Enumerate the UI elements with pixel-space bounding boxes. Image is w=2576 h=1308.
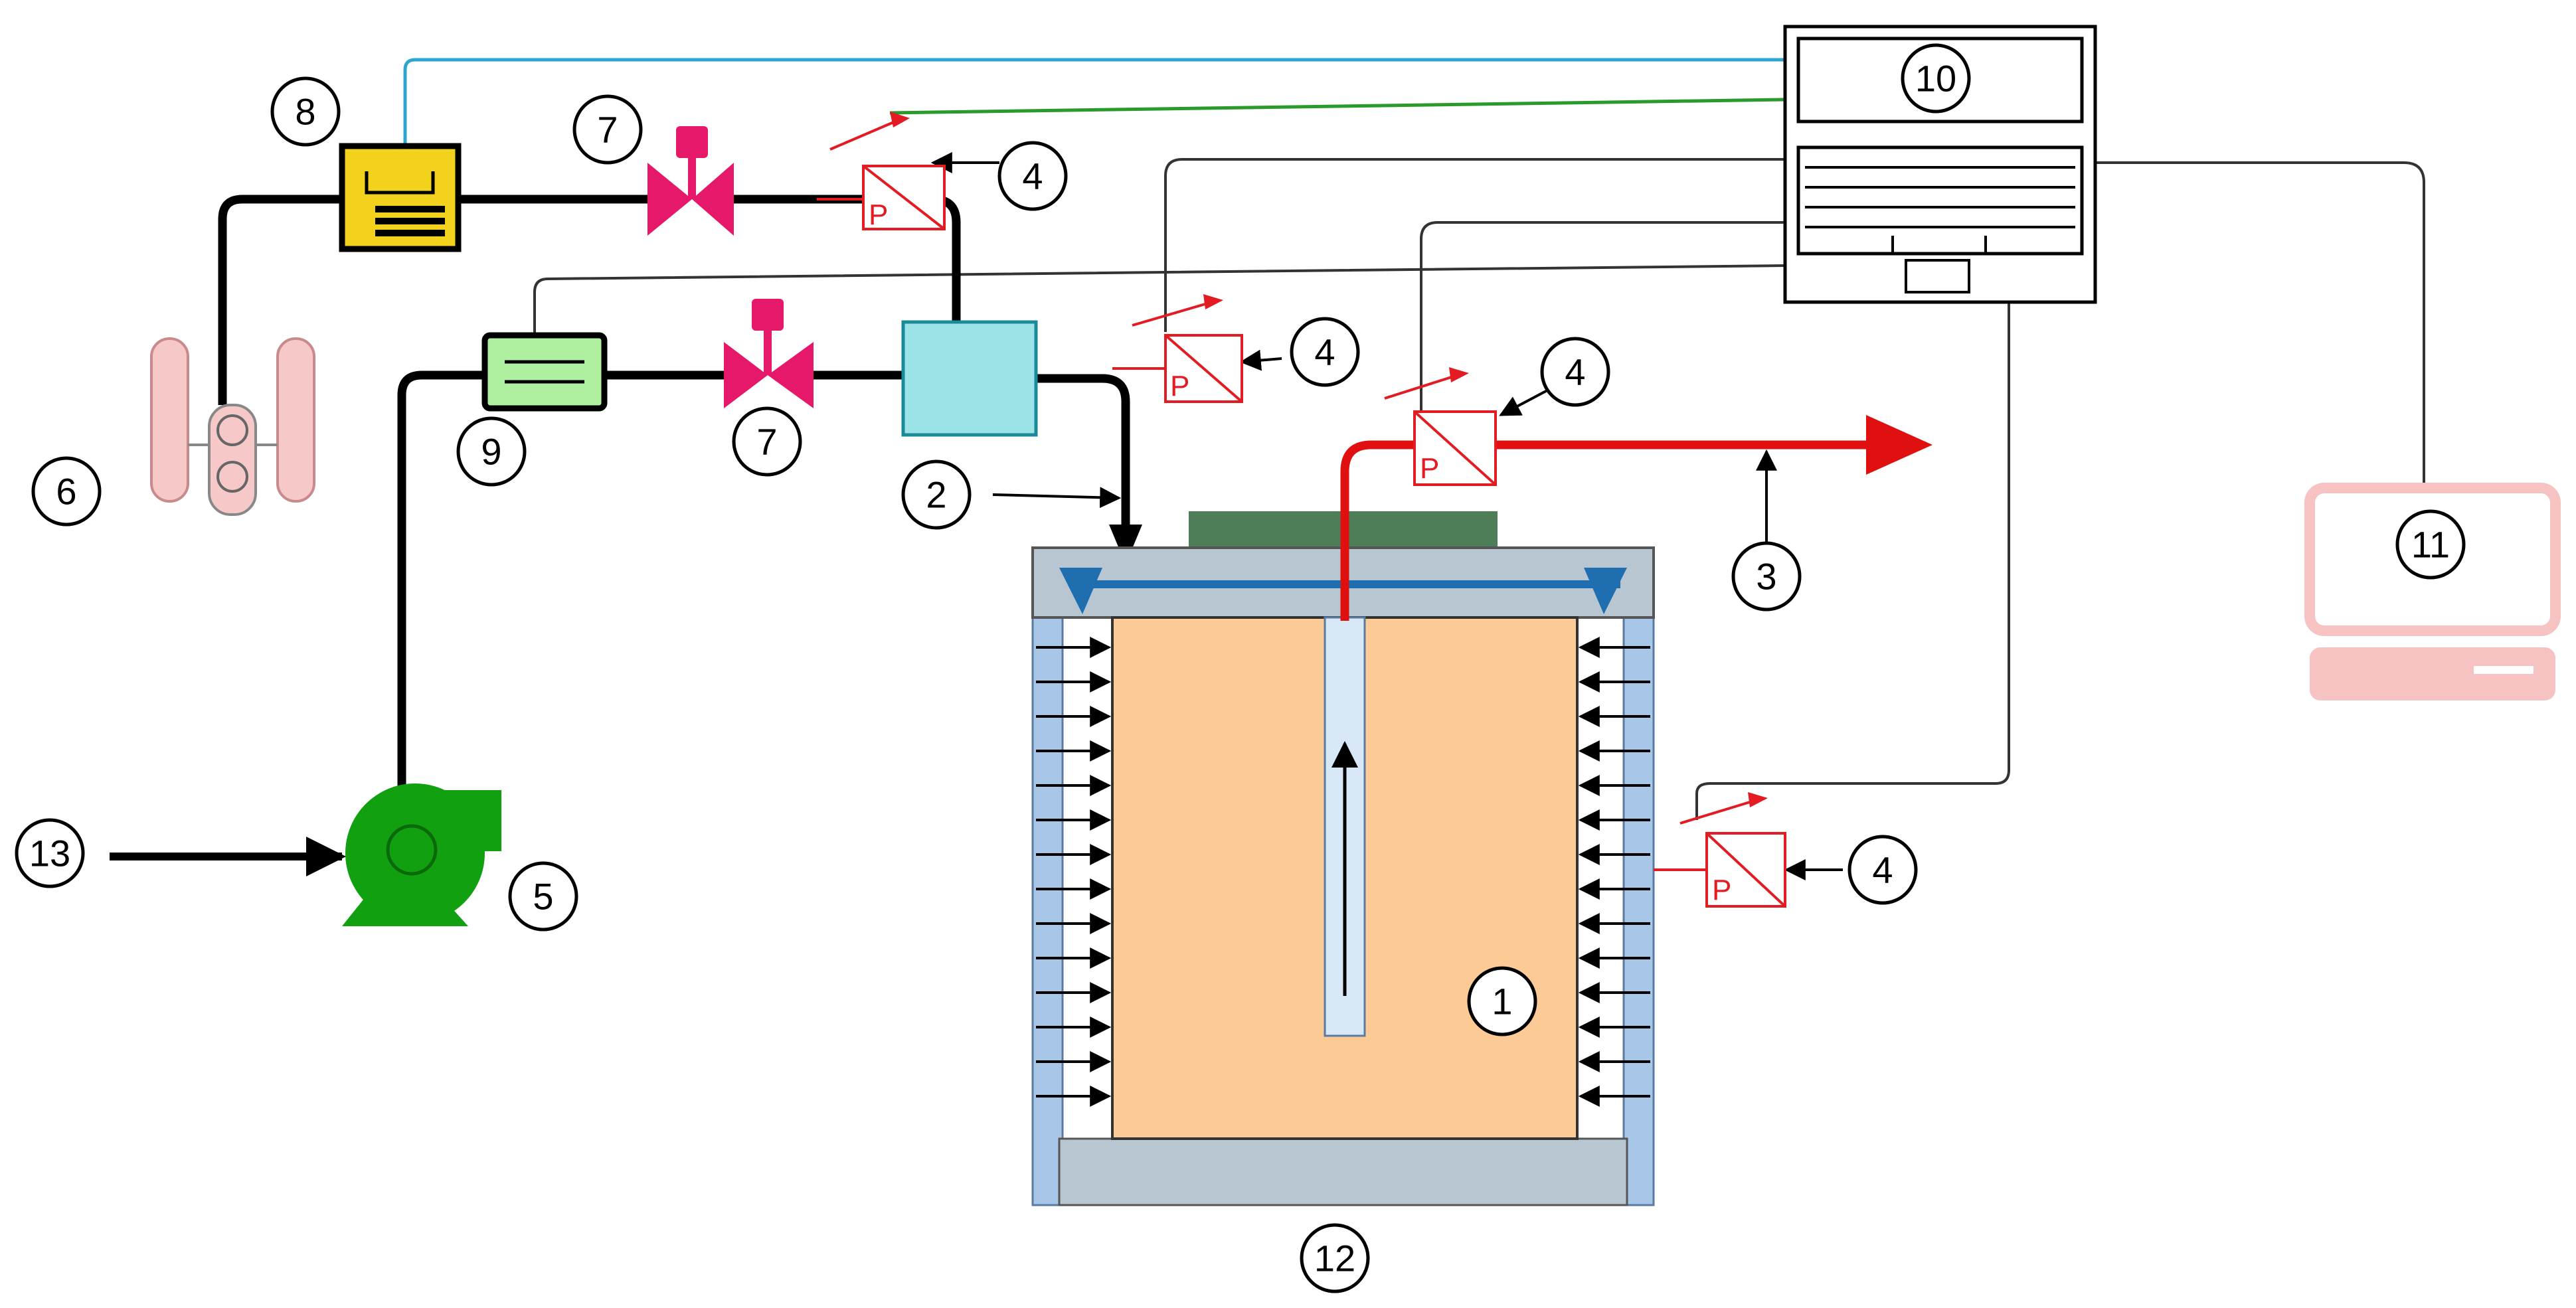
signal-line-filter: [533, 264, 1786, 335]
svg-text:4: 4: [1565, 351, 1585, 393]
sensor-letter-a: P: [869, 199, 888, 231]
outlet-flow: [1340, 440, 1873, 621]
signal-line-pc: [2095, 161, 2425, 488]
callout-4a: 4: [997, 141, 1068, 211]
outlet-flow-arrowhead: [1866, 415, 1932, 475]
pipe-mixer-to-tank: [1036, 374, 1130, 534]
signal-line-sensor-c: [1420, 221, 1785, 412]
gas-cylinder-unit: [150, 337, 315, 516]
svg-text:5: 5: [533, 876, 553, 918]
svg-text:4: 4: [1022, 155, 1043, 197]
svg-text:6: 6: [56, 471, 76, 513]
pipe-pump-to-filter: [397, 370, 485, 843]
svg-text:8: 8: [295, 91, 315, 133]
signal-line-blue: [403, 58, 1785, 146]
svg-text:12: 12: [1314, 1238, 1355, 1279]
callout-5: 5: [508, 861, 578, 932]
svg-text:1: 1: [1492, 981, 1512, 1022]
pump: [342, 783, 501, 926]
callout-13: 13: [15, 818, 85, 888]
arrow-into-tank: [1109, 525, 1142, 564]
sensor-letter-c: P: [1420, 452, 1439, 485]
callout-8: 8: [270, 76, 341, 147]
svg-text:2: 2: [926, 474, 946, 516]
svg-text:7: 7: [756, 421, 777, 463]
callout-6: 6: [31, 456, 102, 527]
signal-line-sensor-b: [1164, 158, 1785, 332]
pipe-gas-to-controller: [218, 195, 342, 405]
svg-text:3: 3: [1756, 556, 1776, 598]
gas-cylinder-right: [276, 337, 315, 503]
svg-text:13: 13: [29, 833, 70, 874]
data-acquisition-unit: [1783, 25, 2097, 304]
pressure-sensor-a: P: [817, 112, 946, 231]
valve-upper: [647, 126, 734, 236]
svg-text:11: 11: [2411, 524, 2450, 566]
callout-2: 2: [901, 459, 972, 530]
pressure-sensor-b: P: [1112, 294, 1243, 403]
tank-wall-left: [1031, 550, 1064, 1206]
callout-10: 10: [1901, 43, 1971, 114]
sensor-letter-d: P: [1712, 874, 1731, 906]
pressure-sensor-d: P: [1654, 792, 1786, 908]
callout-1: 1: [1467, 966, 1537, 1036]
svg-text:4: 4: [1314, 331, 1335, 373]
callouts: 1 2 3 4 4 4 4 5 6 7 7 8 9 10 11 12 13: [15, 43, 2466, 1293]
pressure-sensor-c: P: [1384, 367, 1497, 486]
callout-4d: 4: [1847, 835, 1918, 905]
inflow-arrows-left: [1036, 637, 1112, 1107]
gas-cylinder-left: [150, 337, 189, 503]
svg-text:7: 7: [597, 109, 618, 151]
tank-wall-right: [1622, 550, 1655, 1206]
tank-base: [1058, 1137, 1628, 1206]
flow-controller: [339, 143, 462, 252]
mixing-chamber: [901, 320, 1038, 437]
callout-4b: 4: [1290, 317, 1360, 387]
computer-base: [2310, 647, 2555, 700]
signal-line-sensor-d: [1695, 302, 2010, 820]
svg-text:10: 10: [1915, 58, 1956, 100]
callout-11: 11: [2395, 509, 2466, 580]
callout-7a: 7: [572, 94, 643, 165]
inflow-arrows-right: [1578, 637, 1650, 1107]
reactor-tank: [1031, 511, 1655, 1206]
callout-9: 9: [456, 416, 527, 487]
svg-text:9: 9: [481, 431, 501, 473]
filter: [481, 332, 608, 412]
callout-3: 3: [1731, 541, 1802, 612]
sensor-letter-b: P: [1170, 370, 1189, 402]
callout-4c: 4: [1540, 337, 1610, 407]
leader-arrows: [930, 152, 1843, 880]
signal-lines: [403, 58, 2425, 820]
valve-lower: [724, 299, 814, 408]
signal-line-green: [889, 98, 1786, 115]
supply-pipes: [218, 195, 1130, 843]
callout-12: 12: [1300, 1223, 1370, 1293]
callout-7b: 7: [732, 406, 802, 477]
svg-text:4: 4: [1872, 849, 1893, 891]
